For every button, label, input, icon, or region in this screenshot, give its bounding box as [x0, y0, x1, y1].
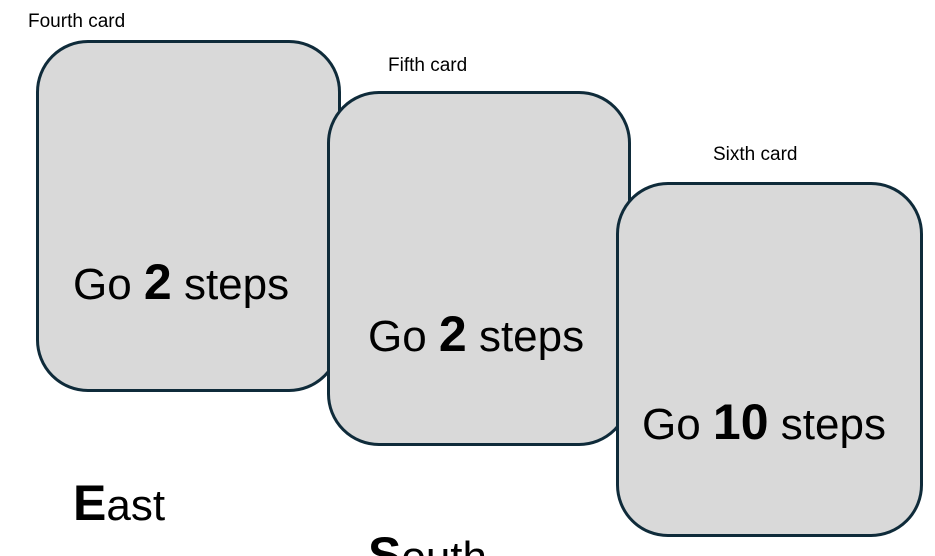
- fourth-card-direction-initial: E: [73, 475, 107, 531]
- fourth-card-line1: Go 2 steps: [73, 246, 330, 321]
- fifth-card-text: Go 2 steps South: [330, 94, 628, 556]
- sixth-card-label: Sixth card: [713, 144, 798, 165]
- fifth-card-direction: South: [368, 519, 620, 556]
- fourth-card-line1-prefix: Go: [73, 260, 144, 309]
- sixth-card-text: Go 10 steps West: [619, 185, 920, 556]
- fourth-card-text: Go 2 steps East: [39, 43, 338, 556]
- fifth-card-steps-value: 2: [438, 306, 467, 362]
- fifth-card-line1: Go 2 steps: [368, 298, 620, 373]
- fourth-card-steps-value: 2: [143, 254, 172, 310]
- sixth-card-line1-prefix: Go: [642, 400, 713, 449]
- sixth-card-line1-suffix: steps: [768, 400, 886, 449]
- fourth-card-direction-rest: ast: [106, 481, 166, 530]
- fifth-card-line1-prefix: Go: [368, 312, 439, 361]
- fourth-card-direction: East: [73, 467, 330, 542]
- fourth-card-label: Fourth card: [28, 11, 126, 32]
- sixth-card: Go 10 steps West: [616, 182, 923, 537]
- fifth-card-line1-suffix: steps: [466, 312, 585, 361]
- sixth-card-steps-value: 10: [712, 394, 769, 450]
- fourth-card-line1-suffix: steps: [171, 260, 290, 309]
- fourth-card: Go 2 steps East: [36, 40, 341, 531]
- fifth-card-label: Fifth card: [388, 55, 468, 76]
- fifth-card-direction-rest: outh: [401, 533, 487, 556]
- fifth-card: Go 2 steps South: [327, 91, 631, 556]
- sixth-card-line1: Go 10 steps: [642, 386, 912, 461]
- fifth-card-direction-initial: S: [368, 527, 402, 556]
